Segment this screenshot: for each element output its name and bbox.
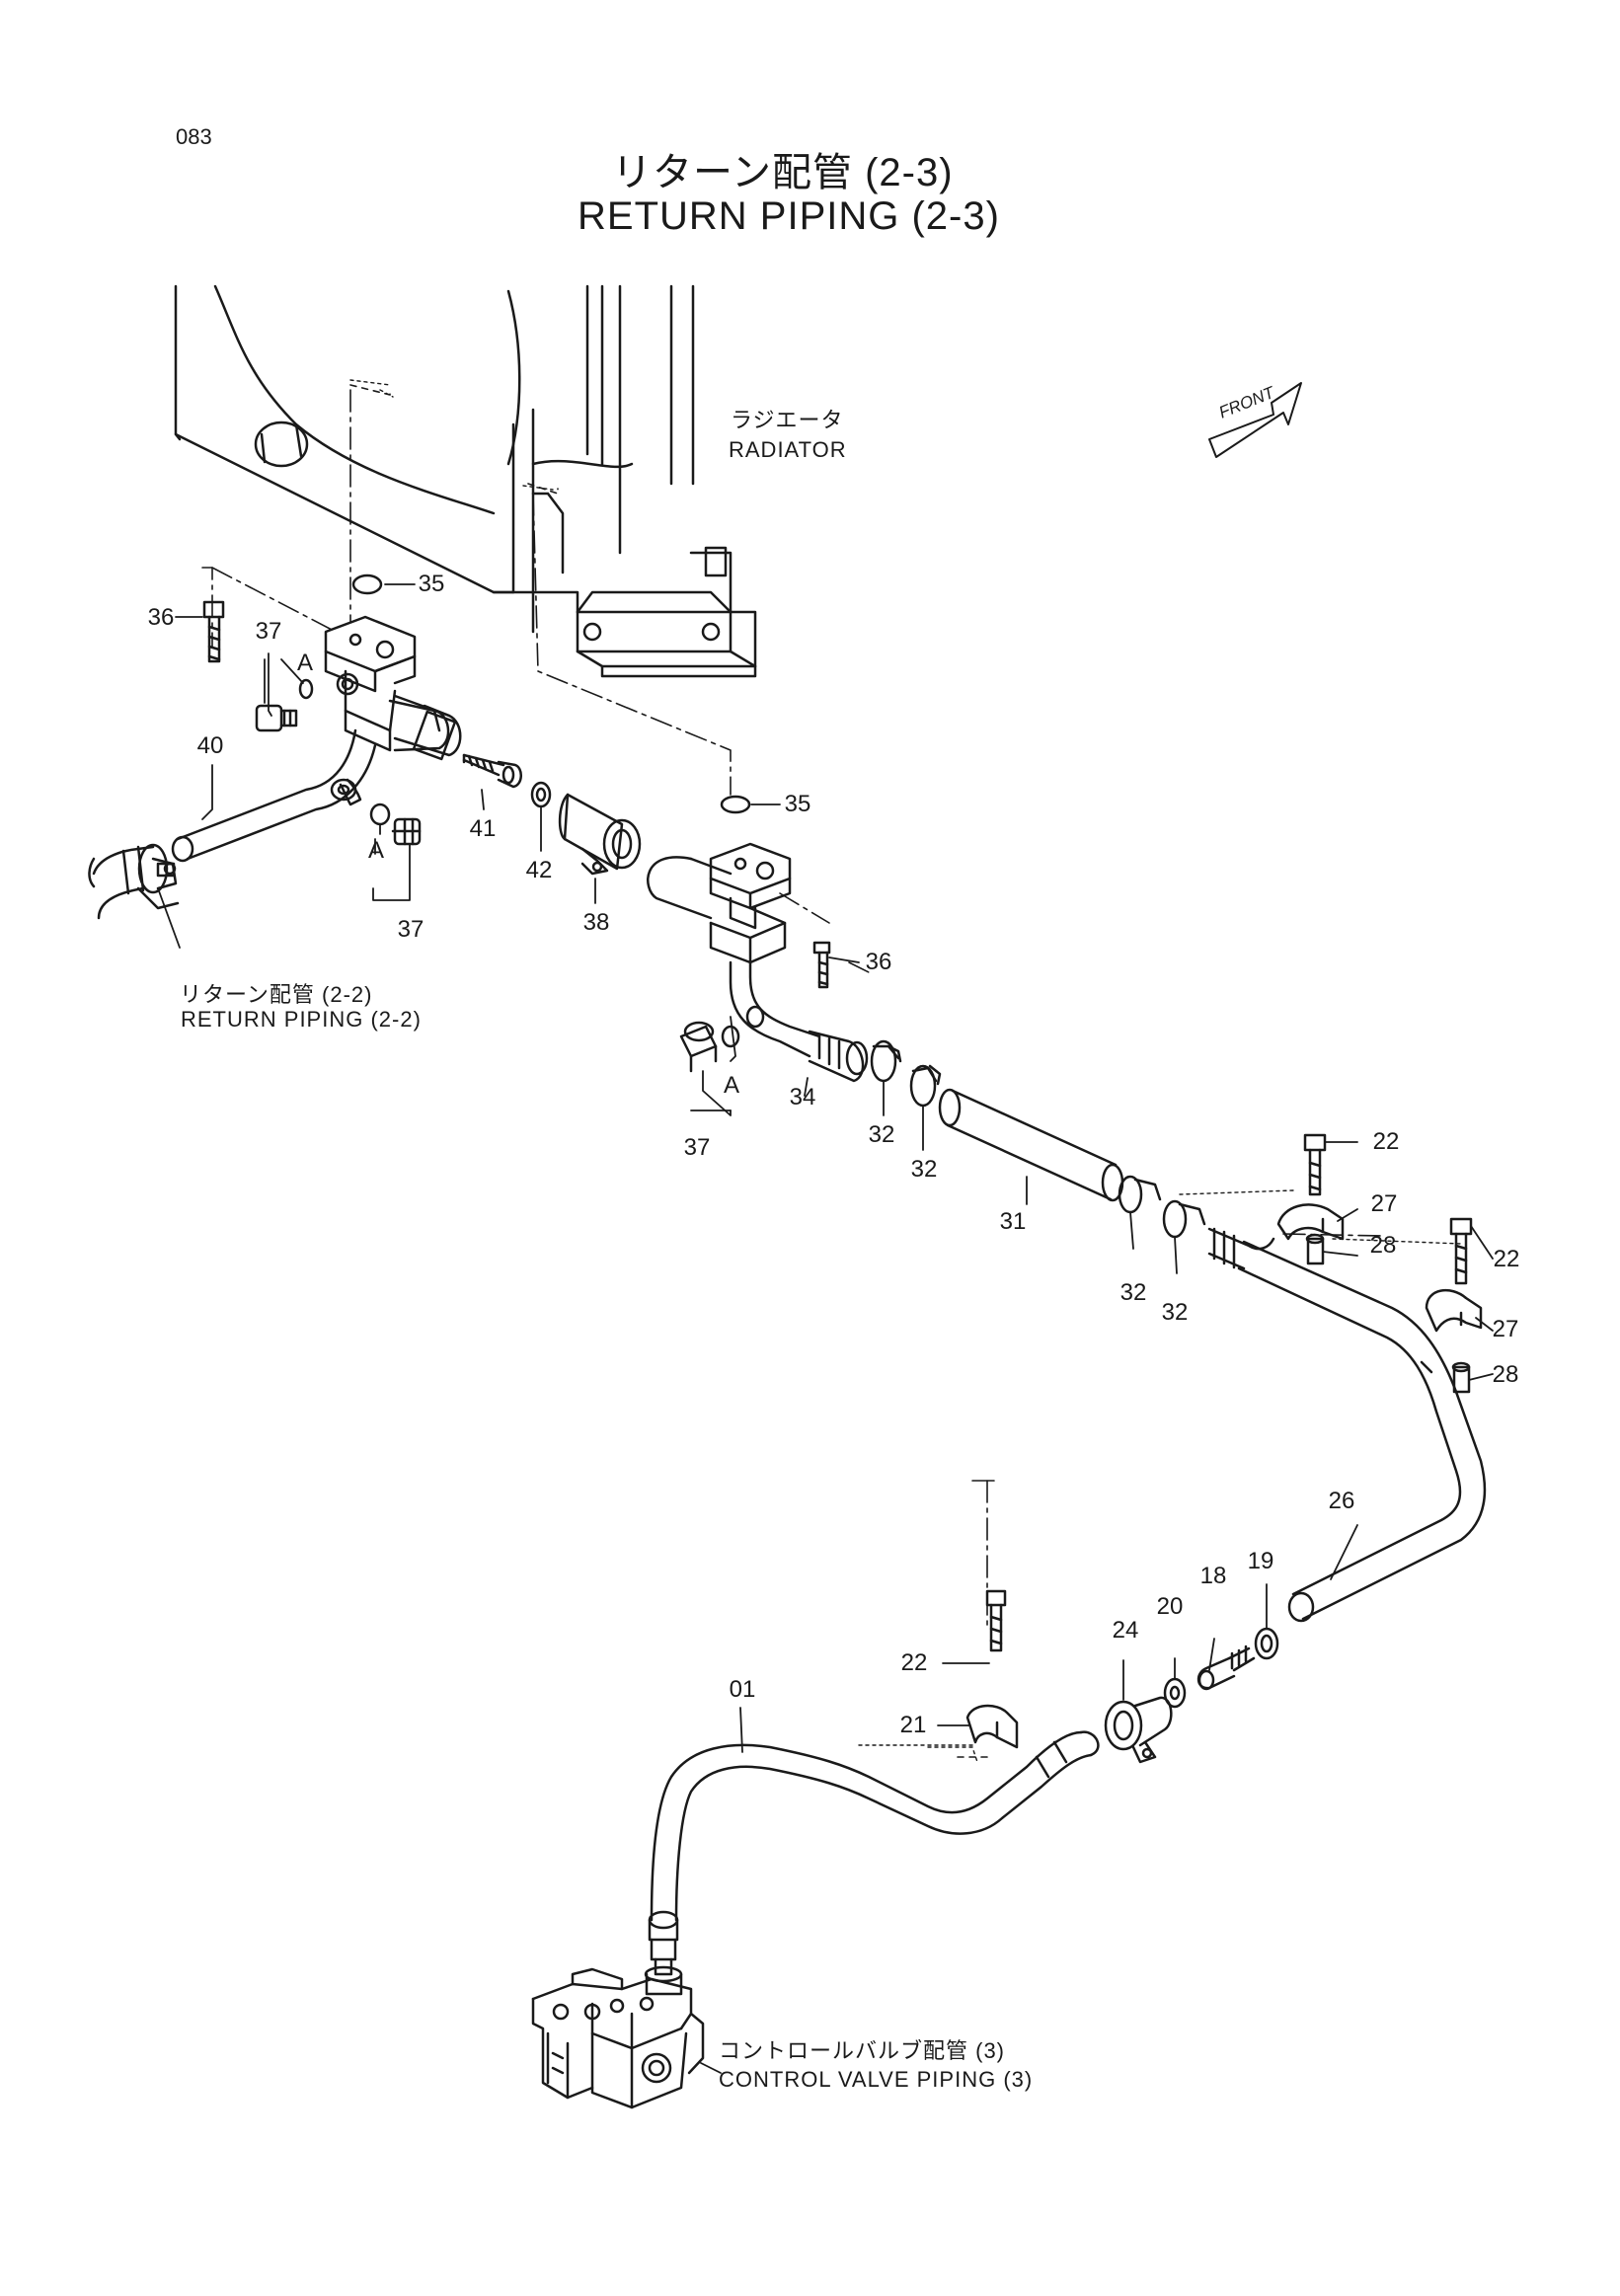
coupling-38 xyxy=(558,793,642,876)
return-piping-2-2-en: RETURN PIPING (2-2) xyxy=(181,1007,422,1032)
spacer-28-b xyxy=(1451,1361,1471,1394)
stub-pipe-upper xyxy=(393,694,462,761)
bolt-41 xyxy=(462,753,522,789)
callout-28-a: 28 xyxy=(1369,1232,1397,1259)
callout-19: 19 xyxy=(1247,1548,1274,1574)
coupling-24 xyxy=(1104,1696,1173,1764)
callout-36-upper: 36 xyxy=(147,604,175,631)
bolt-36-middle xyxy=(812,941,831,989)
callout-22-b: 22 xyxy=(1493,1246,1520,1272)
callout-41: 41 xyxy=(469,815,497,842)
hose-clamp-32-b xyxy=(909,1064,942,1108)
hose-clamp-32-d xyxy=(1162,1199,1206,1239)
clamp-21 xyxy=(965,1704,1019,1749)
o-ring-35-upper xyxy=(351,574,383,595)
upper-tee-block xyxy=(324,615,450,752)
bolt-22-b xyxy=(1449,1217,1473,1285)
callout-A-middle: A xyxy=(723,1072,740,1099)
callout-35-upper: 35 xyxy=(418,571,445,597)
radiator-label-en: RADIATOR xyxy=(729,437,847,462)
callout-A-lower: A xyxy=(367,837,385,864)
pipe-01 xyxy=(648,1730,1100,1976)
leader-dotted-lines xyxy=(349,379,1462,1763)
bolt-36-upper xyxy=(202,600,225,663)
return-piping-2-2-jp: リターン配管 (2-2) xyxy=(180,982,373,1007)
callout-38: 38 xyxy=(582,909,610,936)
o-ring-35-middle xyxy=(720,795,751,814)
washer-20 xyxy=(1163,1677,1187,1709)
leader-lines xyxy=(157,583,1494,2074)
callout-22-a: 22 xyxy=(1372,1128,1400,1155)
front-arrow-icon xyxy=(1208,382,1302,458)
callout-28-b: 28 xyxy=(1492,1361,1519,1388)
title-japanese: リターン配管 (2-3) xyxy=(612,151,954,194)
callout-34: 34 xyxy=(789,1084,816,1110)
callout-01: 01 xyxy=(729,1676,756,1703)
page-number: 083 xyxy=(176,124,212,149)
callout-27-a: 27 xyxy=(1370,1190,1398,1217)
hose-31 xyxy=(938,1088,1124,1202)
callout-32-b: 32 xyxy=(910,1156,938,1183)
callout-27-b: 27 xyxy=(1492,1316,1519,1342)
callout-22-c: 22 xyxy=(900,1649,928,1676)
callout-20: 20 xyxy=(1156,1593,1184,1620)
clamp-27-b xyxy=(1425,1288,1483,1333)
callout-21: 21 xyxy=(899,1712,927,1738)
title-english: RETURN PIPING (2-3) xyxy=(578,194,1000,238)
bolt-22-a xyxy=(1303,1133,1327,1196)
bolt-18 xyxy=(1196,1645,1256,1691)
callout-36-middle: 36 xyxy=(865,949,892,975)
callout-24: 24 xyxy=(1112,1617,1139,1644)
plug-37-middle xyxy=(679,1005,765,1073)
callout-32-c: 32 xyxy=(1119,1279,1147,1306)
callout-32-a: 32 xyxy=(868,1121,895,1148)
callout-A-upper: A xyxy=(296,650,314,676)
control-valve-piping-en: CONTROL VALVE PIPING (3) xyxy=(719,2067,1034,2092)
callout-26: 26 xyxy=(1328,1488,1355,1514)
left-hose-clamp xyxy=(88,843,180,920)
control-valve-piping-jp: コントロールバルブ配管 (3) xyxy=(719,2038,1006,2063)
callout-37-upper: 37 xyxy=(255,618,282,645)
callout-31: 31 xyxy=(999,1208,1027,1235)
washer-19 xyxy=(1254,1627,1279,1660)
callout-37-middle: 37 xyxy=(683,1134,711,1161)
clamp-27-a xyxy=(1276,1203,1345,1241)
elbow-34 xyxy=(729,960,869,1083)
hose-clamp-32-a xyxy=(870,1039,902,1083)
washer-42 xyxy=(530,781,552,808)
callout-40: 40 xyxy=(196,732,224,759)
radiator-label-jp: ラジエータ xyxy=(731,408,844,432)
control-valve xyxy=(531,1965,705,2109)
bolt-22-c xyxy=(985,1589,1007,1652)
callout-18: 18 xyxy=(1199,1563,1227,1589)
middle-tee-block xyxy=(647,842,792,964)
pipe-40 xyxy=(171,728,377,863)
dashed-guides xyxy=(349,384,988,1758)
hose-clamp-32-c xyxy=(1118,1175,1162,1214)
spacer-28-a xyxy=(1305,1233,1325,1265)
callout-35-middle: 35 xyxy=(784,791,811,817)
callout-42: 42 xyxy=(525,857,553,883)
radiator-outline xyxy=(174,284,757,678)
callout-37-lower: 37 xyxy=(397,916,424,943)
callout-32-d: 32 xyxy=(1161,1299,1189,1326)
